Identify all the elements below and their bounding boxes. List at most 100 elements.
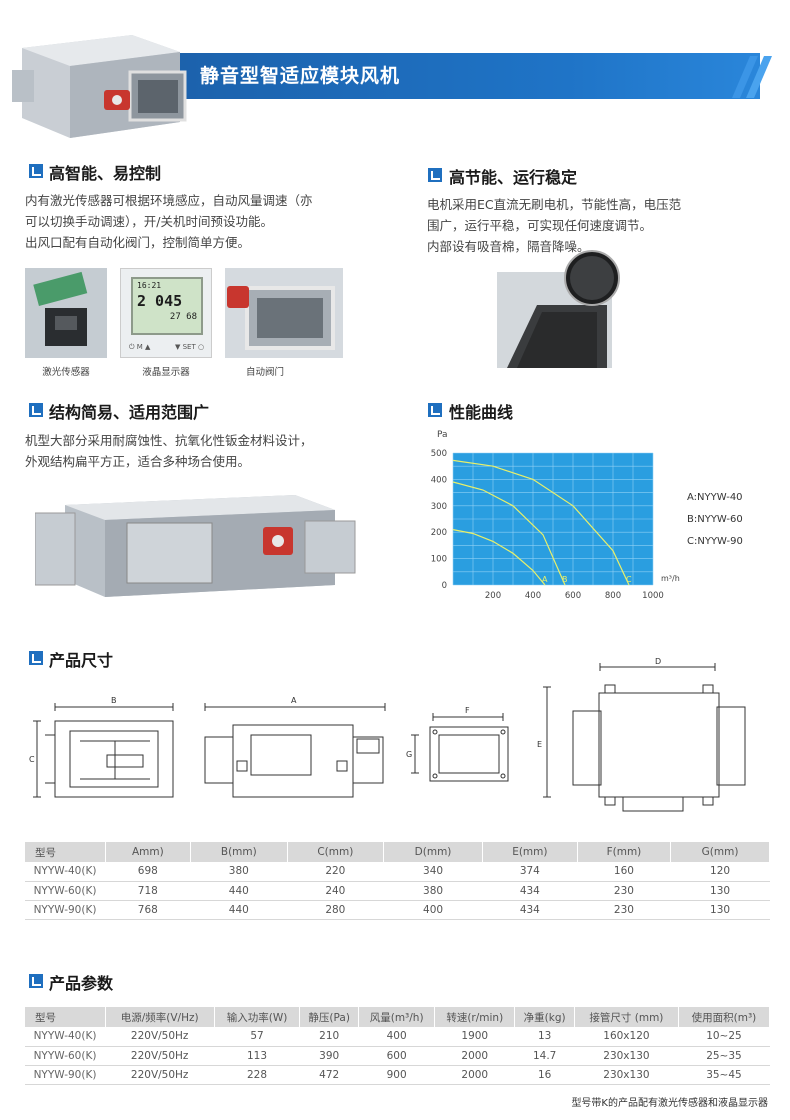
table-cell: 380 <box>190 862 287 882</box>
legend-entry: A:NYYW-40 <box>687 492 743 503</box>
table-cell: 160 <box>577 862 671 882</box>
table-cell: 230 <box>577 881 671 901</box>
section-title-energy: 高节能、运行稳定 <box>449 168 578 187</box>
table-cell: 2000 <box>434 1065 515 1085</box>
dim-label-g: G <box>406 750 412 759</box>
y-tick-label: 400 <box>431 475 447 485</box>
curve-label-c: C <box>626 575 632 584</box>
table-cell: 440 <box>190 881 287 901</box>
table-row: NYYW-40(K) 220V/50Hz 57 210 400 1900 13 … <box>25 1027 770 1047</box>
section-bullet-icon <box>428 403 442 417</box>
table-cell: 13 <box>514 1027 575 1047</box>
table-cell: NYYW-40(K) <box>25 862 105 882</box>
y-tick-label: 200 <box>431 528 447 538</box>
x-tick-label: 600 <box>565 591 581 601</box>
table-cell: 160x120 <box>574 1027 679 1047</box>
smart-line-1: 内有激光传感器可根据环境感应，自动风量调速（亦 <box>25 193 313 208</box>
legend-entry: C:NYYW-90 <box>687 536 743 547</box>
table-cell: 768 <box>105 900 191 920</box>
table-cell: 220V/50Hz <box>105 1027 215 1047</box>
lcd-line-2: 2 045 <box>137 292 183 310</box>
caption-laser-sensor: 激光传感器 <box>42 367 90 378</box>
lcd-line-1: 16:21 <box>137 281 162 290</box>
table-cell: 25~35 <box>678 1046 770 1066</box>
table-cell: 120 <box>670 862 770 882</box>
table-row: NYYW-60(K) 220V/50Hz 113 390 600 2000 14… <box>25 1046 770 1066</box>
table-row: NYYW-60(K) 718 440 240 380 434 230 130 <box>25 881 770 901</box>
structure-line-2: 外观结构扁平方正，适合多种场合使用。 <box>25 454 251 469</box>
table-cell: 230x130 <box>574 1065 679 1085</box>
y-axis-unit-label: Pa <box>437 430 448 440</box>
dim-label-b: B <box>111 696 117 705</box>
header-c: C(mm) <box>287 842 385 862</box>
table-cell: 400 <box>383 900 483 920</box>
auto-valve-photo <box>225 268 343 358</box>
header-model: 型号 <box>25 1007 106 1027</box>
header-airflow: 风量(m³/h) <box>358 1007 436 1027</box>
table-cell: 2000 <box>434 1046 515 1066</box>
legend-entry: B:NYYW-60 <box>687 514 743 525</box>
structure-line-1: 机型大部分采用耐腐蚀性、抗氧化性钣金材料设计， <box>25 433 313 448</box>
y-tick-label: 100 <box>431 555 447 565</box>
parameters-table-header: 型号 电源/频率(V/Hz) 输入功率(W) 静压(Pa) 风量(m³/h) 转… <box>25 1007 771 1027</box>
lcd-buttons-right-icon: ▼ SET ○ <box>175 343 205 351</box>
header-b: B(mm) <box>190 842 288 862</box>
header-d: D(mm) <box>383 842 483 862</box>
table-cell: 130 <box>670 881 770 901</box>
fan-structure-photo <box>35 495 356 597</box>
x-tick-label: 400 <box>525 591 541 601</box>
header-g: G(mm) <box>670 842 770 862</box>
header-net-weight: 净重(kg) <box>514 1007 575 1027</box>
table-cell: 130 <box>670 900 770 920</box>
section-bullet-icon <box>29 974 43 988</box>
table-cell: 35~45 <box>678 1065 770 1085</box>
chart-legend: A:NYYW-40B:NYYW-60C:NYYW-90 <box>687 492 743 547</box>
header-f: F(mm) <box>577 842 672 862</box>
x-axis-unit-label: m³/h <box>661 574 680 583</box>
table-cell: 380 <box>383 881 483 901</box>
curve-label-a: A <box>542 575 548 584</box>
table-row: NYYW-90(K) 220V/50Hz 228 472 900 2000 16… <box>25 1065 770 1085</box>
front-view-drawing: B C <box>29 696 174 798</box>
table-cell: 240 <box>287 881 384 901</box>
sound-absorbing-interior-photo <box>497 250 620 368</box>
energy-description: 电机采用EC直流无刷电机，节能性高，电压范 围广，运行平稳，可实现任何速度调节。… <box>427 194 747 257</box>
header-static-pressure: 静压(Pa) <box>299 1007 360 1027</box>
smart-description: 内有激光传感器可根据环境感应，自动风量调速（亦 可以切换手动调速），开/关机时间… <box>25 190 365 253</box>
table-cell: 472 <box>299 1065 359 1085</box>
x-tick-label: 200 <box>485 591 501 601</box>
table-cell: 434 <box>482 900 578 920</box>
side-view-drawing: A <box>204 696 386 798</box>
table-cell: 390 <box>299 1046 359 1066</box>
header-input-power: 输入功率(W) <box>214 1007 301 1027</box>
x-tick-label: 1000 <box>642 591 664 601</box>
dim-label-f: F <box>465 706 470 715</box>
laser-sensor-photo <box>25 268 107 358</box>
curve-line-b <box>452 481 566 586</box>
y-tick-label: 300 <box>431 502 447 512</box>
x-tick-label: 800 <box>605 591 621 601</box>
table-cell: NYYW-90(K) <box>25 900 105 920</box>
table-cell: 220V/50Hz <box>105 1046 215 1066</box>
section-bullet-icon <box>428 168 442 182</box>
table-cell: 440 <box>190 900 287 920</box>
table-cell: 230 <box>577 900 671 920</box>
curve-line-c <box>452 459 630 586</box>
lcd-screen: 16:21 2 045 27 68 <box>131 277 203 335</box>
x-tick-labels: 200 400 600 800 1000 <box>485 591 664 601</box>
dimensions-table-header: 型号 Amm) B(mm) C(mm) D(mm) E(mm) F(mm) G(… <box>25 842 770 862</box>
table-cell: 113 <box>214 1046 300 1066</box>
table-cell: 400 <box>358 1027 435 1047</box>
dim-label-e: E <box>537 740 542 749</box>
caption-auto-valve: 自动阀门 <box>245 367 284 378</box>
table-cell: 228 <box>214 1065 300 1085</box>
section-bullet-icon <box>29 403 43 417</box>
header-model: 型号 <box>25 842 106 862</box>
table-cell: 10~25 <box>678 1027 770 1047</box>
header-coverage-area: 使用面积(m³) <box>678 1007 771 1027</box>
header-e: E(mm) <box>482 842 578 862</box>
section-bullet-icon <box>29 164 43 178</box>
dimension-drawings: B C A F G D <box>29 657 746 812</box>
table-cell: 14.7 <box>514 1046 575 1066</box>
